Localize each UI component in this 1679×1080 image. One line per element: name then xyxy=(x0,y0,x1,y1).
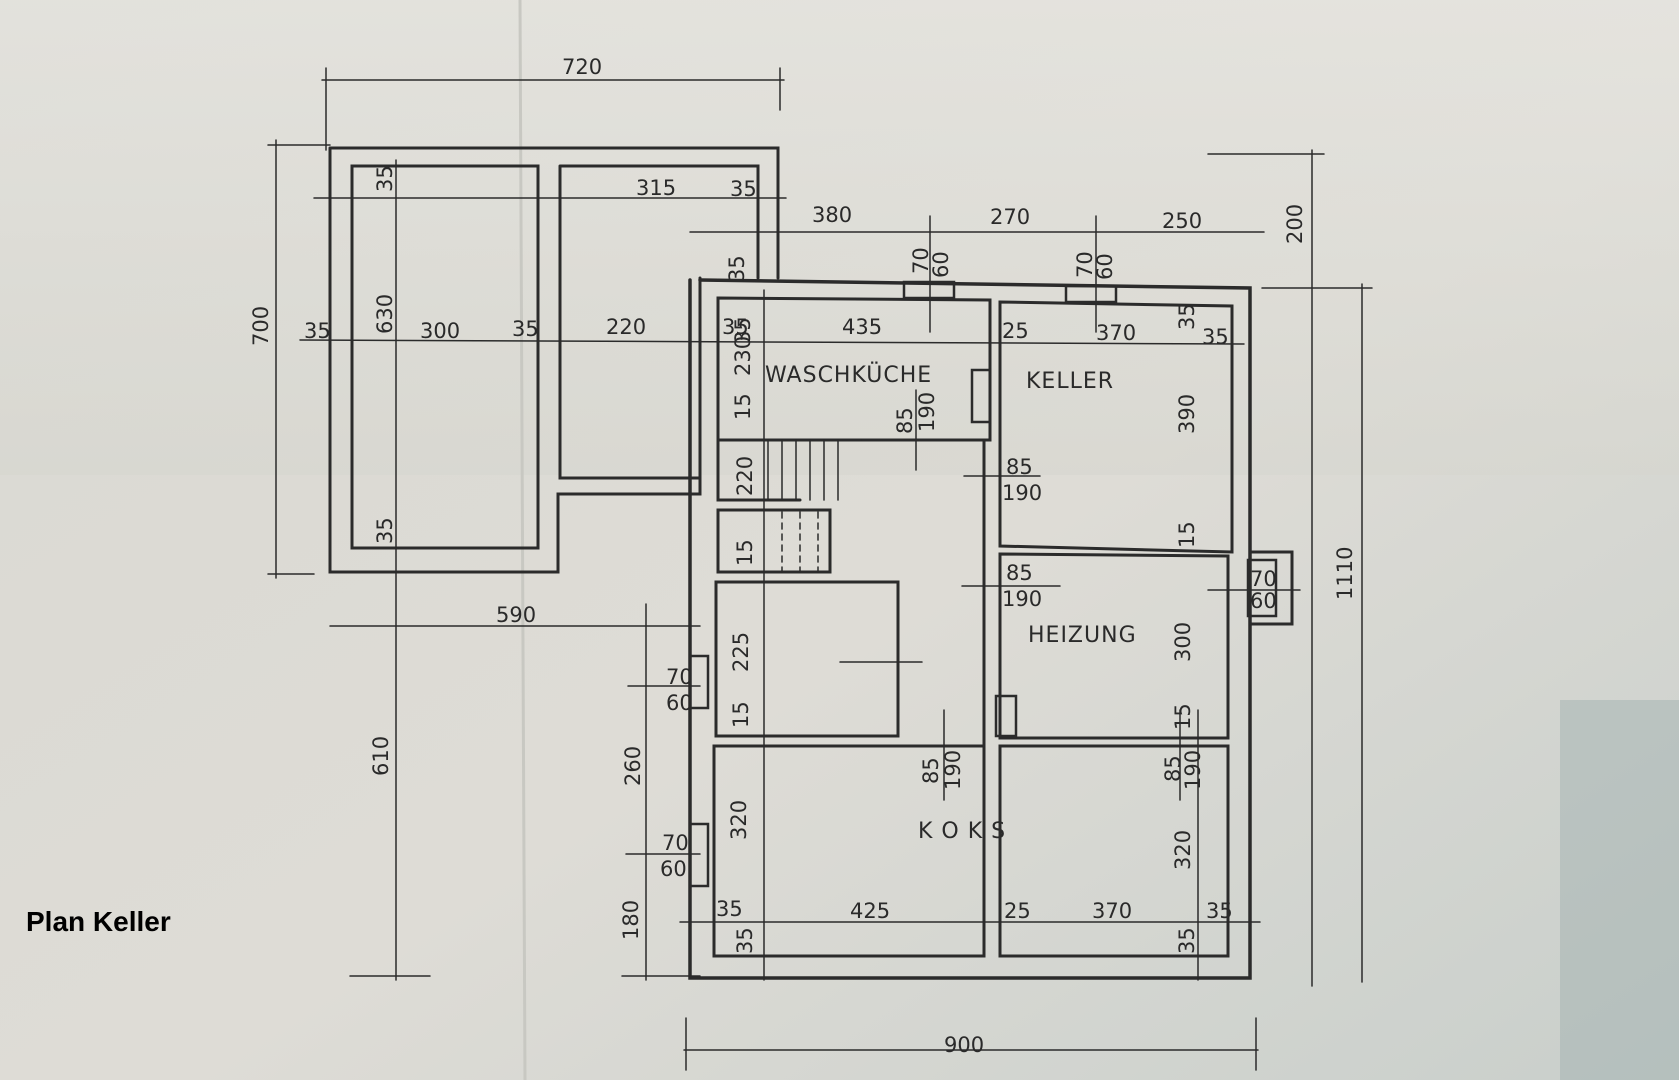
dim-15-wk: 15 xyxy=(731,393,755,420)
dim-60-win4: 60 xyxy=(666,691,693,715)
chimney-wall xyxy=(1248,550,1294,626)
dim-35-bottom-right: 35 xyxy=(1206,899,1233,923)
dim-35-top: 35 xyxy=(730,177,757,201)
dim-70-win2: 70 xyxy=(1073,251,1097,278)
dim-15-kl: 15 xyxy=(1175,521,1199,548)
dim-300-hz: 300 xyxy=(1171,622,1195,662)
waschkueche-wall xyxy=(716,296,992,442)
dim-425: 425 xyxy=(850,899,890,923)
room-label-heizung: HEIZUNG xyxy=(1028,623,1137,648)
annex-left-room-wall xyxy=(350,164,540,550)
dim-60-win2: 60 xyxy=(1093,253,1117,280)
dim-190-door5: 190 xyxy=(1181,750,1205,790)
dim-200: 200 xyxy=(1283,204,1307,244)
dim-35-bottom-vert: 35 xyxy=(733,927,757,954)
room-label-koks: K O K S xyxy=(918,819,1006,844)
dim-380: 380 xyxy=(812,203,852,227)
dim-85-door5: 85 xyxy=(1161,755,1185,782)
dim-60-win3: 60 xyxy=(1250,589,1277,613)
dim-370-bottom: 370 xyxy=(1092,899,1132,923)
dim-35-left: 35 xyxy=(304,319,331,343)
dim-315: 315 xyxy=(636,176,676,200)
dim-70-win1: 70 xyxy=(909,247,933,274)
stair-treads xyxy=(767,439,839,573)
dim-85-door3: 85 xyxy=(1006,561,1033,585)
dim-390: 390 xyxy=(1175,394,1199,434)
dim-190-door2: 190 xyxy=(1002,481,1042,505)
paper-shadow xyxy=(1560,700,1679,1080)
dim-70-win3: 70 xyxy=(1250,567,1277,591)
dim-85-door1: 85 xyxy=(893,407,917,434)
dim-15-stair: 15 xyxy=(733,539,757,566)
room-label-keller: KELLER xyxy=(1026,369,1114,394)
heizung-wall xyxy=(998,552,1230,740)
dim-35-annex-b: 35 xyxy=(373,517,397,544)
annex-right-room-wall xyxy=(558,164,760,480)
dim-60-win5: 60 xyxy=(660,857,687,881)
dim-35-annex-c: 35 xyxy=(725,255,749,282)
dim-320-koks-right: 320 xyxy=(1171,830,1195,870)
dim-900: 900 xyxy=(944,1033,984,1057)
dim-35-annex-a: 35 xyxy=(373,165,397,192)
dim-190-door4: 190 xyxy=(941,750,965,790)
dim-15-hz: 15 xyxy=(1171,703,1195,730)
dim-35-kl-b: 35 xyxy=(1202,325,1229,349)
window-marks xyxy=(688,280,1278,888)
stair-lower-wall xyxy=(716,508,832,574)
dim-35-bottom: 35 xyxy=(716,897,743,921)
dim-15-r2: 15 xyxy=(729,701,753,728)
dim-35-wk: 35 xyxy=(722,315,749,339)
dim-70-win5: 70 xyxy=(662,831,689,855)
dim-250: 250 xyxy=(1162,209,1202,233)
stair-wall xyxy=(716,438,862,502)
dim-370-kl: 370 xyxy=(1096,321,1136,345)
dim-300: 300 xyxy=(420,319,460,343)
dim-70-win4: 70 xyxy=(666,665,693,689)
dim-25-bottom: 25 xyxy=(1004,899,1031,923)
room-label-waschkueche: WASCHKÜCHE xyxy=(765,362,932,388)
dim-35-mid: 35 xyxy=(512,317,539,341)
annex-outer-wall xyxy=(328,146,780,574)
dim-590: 590 xyxy=(496,603,536,627)
dimension-lines xyxy=(267,67,1373,1071)
dim-85-door4: 85 xyxy=(919,757,943,784)
paper-crease xyxy=(518,0,527,1080)
dim-1110: 1110 xyxy=(1333,547,1357,600)
dim-190-door1: 190 xyxy=(915,392,939,432)
dim-35-kl: 35 xyxy=(1175,303,1199,330)
dim-85-door2: 85 xyxy=(1006,455,1033,479)
dim-180: 180 xyxy=(619,900,643,940)
dim-190-door3: 190 xyxy=(1002,587,1042,611)
dim-230: 230 xyxy=(731,336,755,376)
room-2-wall xyxy=(714,580,900,738)
paper-fold-light xyxy=(0,0,1679,475)
dim-720: 720 xyxy=(562,55,602,79)
dim-220-stair: 220 xyxy=(733,456,757,496)
dim-700: 700 xyxy=(249,306,273,346)
keller-wall xyxy=(998,300,1234,554)
dim-35-wk-vert: 35 xyxy=(731,317,755,344)
dim-260: 260 xyxy=(621,746,645,786)
dim-435: 435 xyxy=(842,315,882,339)
dim-270: 270 xyxy=(990,205,1030,229)
dim-320-koks: 320 xyxy=(727,800,751,840)
koks-wall xyxy=(712,744,986,958)
dim-35-bottom-vert-right: 35 xyxy=(1175,927,1199,954)
koks-right-wall xyxy=(998,744,1230,958)
plan-title: Plan Keller xyxy=(26,906,171,937)
dim-630: 630 xyxy=(373,294,397,334)
dim-225: 225 xyxy=(729,632,753,672)
dim-25-kl: 25 xyxy=(1002,319,1029,343)
dim-610: 610 xyxy=(369,736,393,776)
dim-220: 220 xyxy=(606,315,646,339)
dim-60-win1: 60 xyxy=(929,251,953,278)
